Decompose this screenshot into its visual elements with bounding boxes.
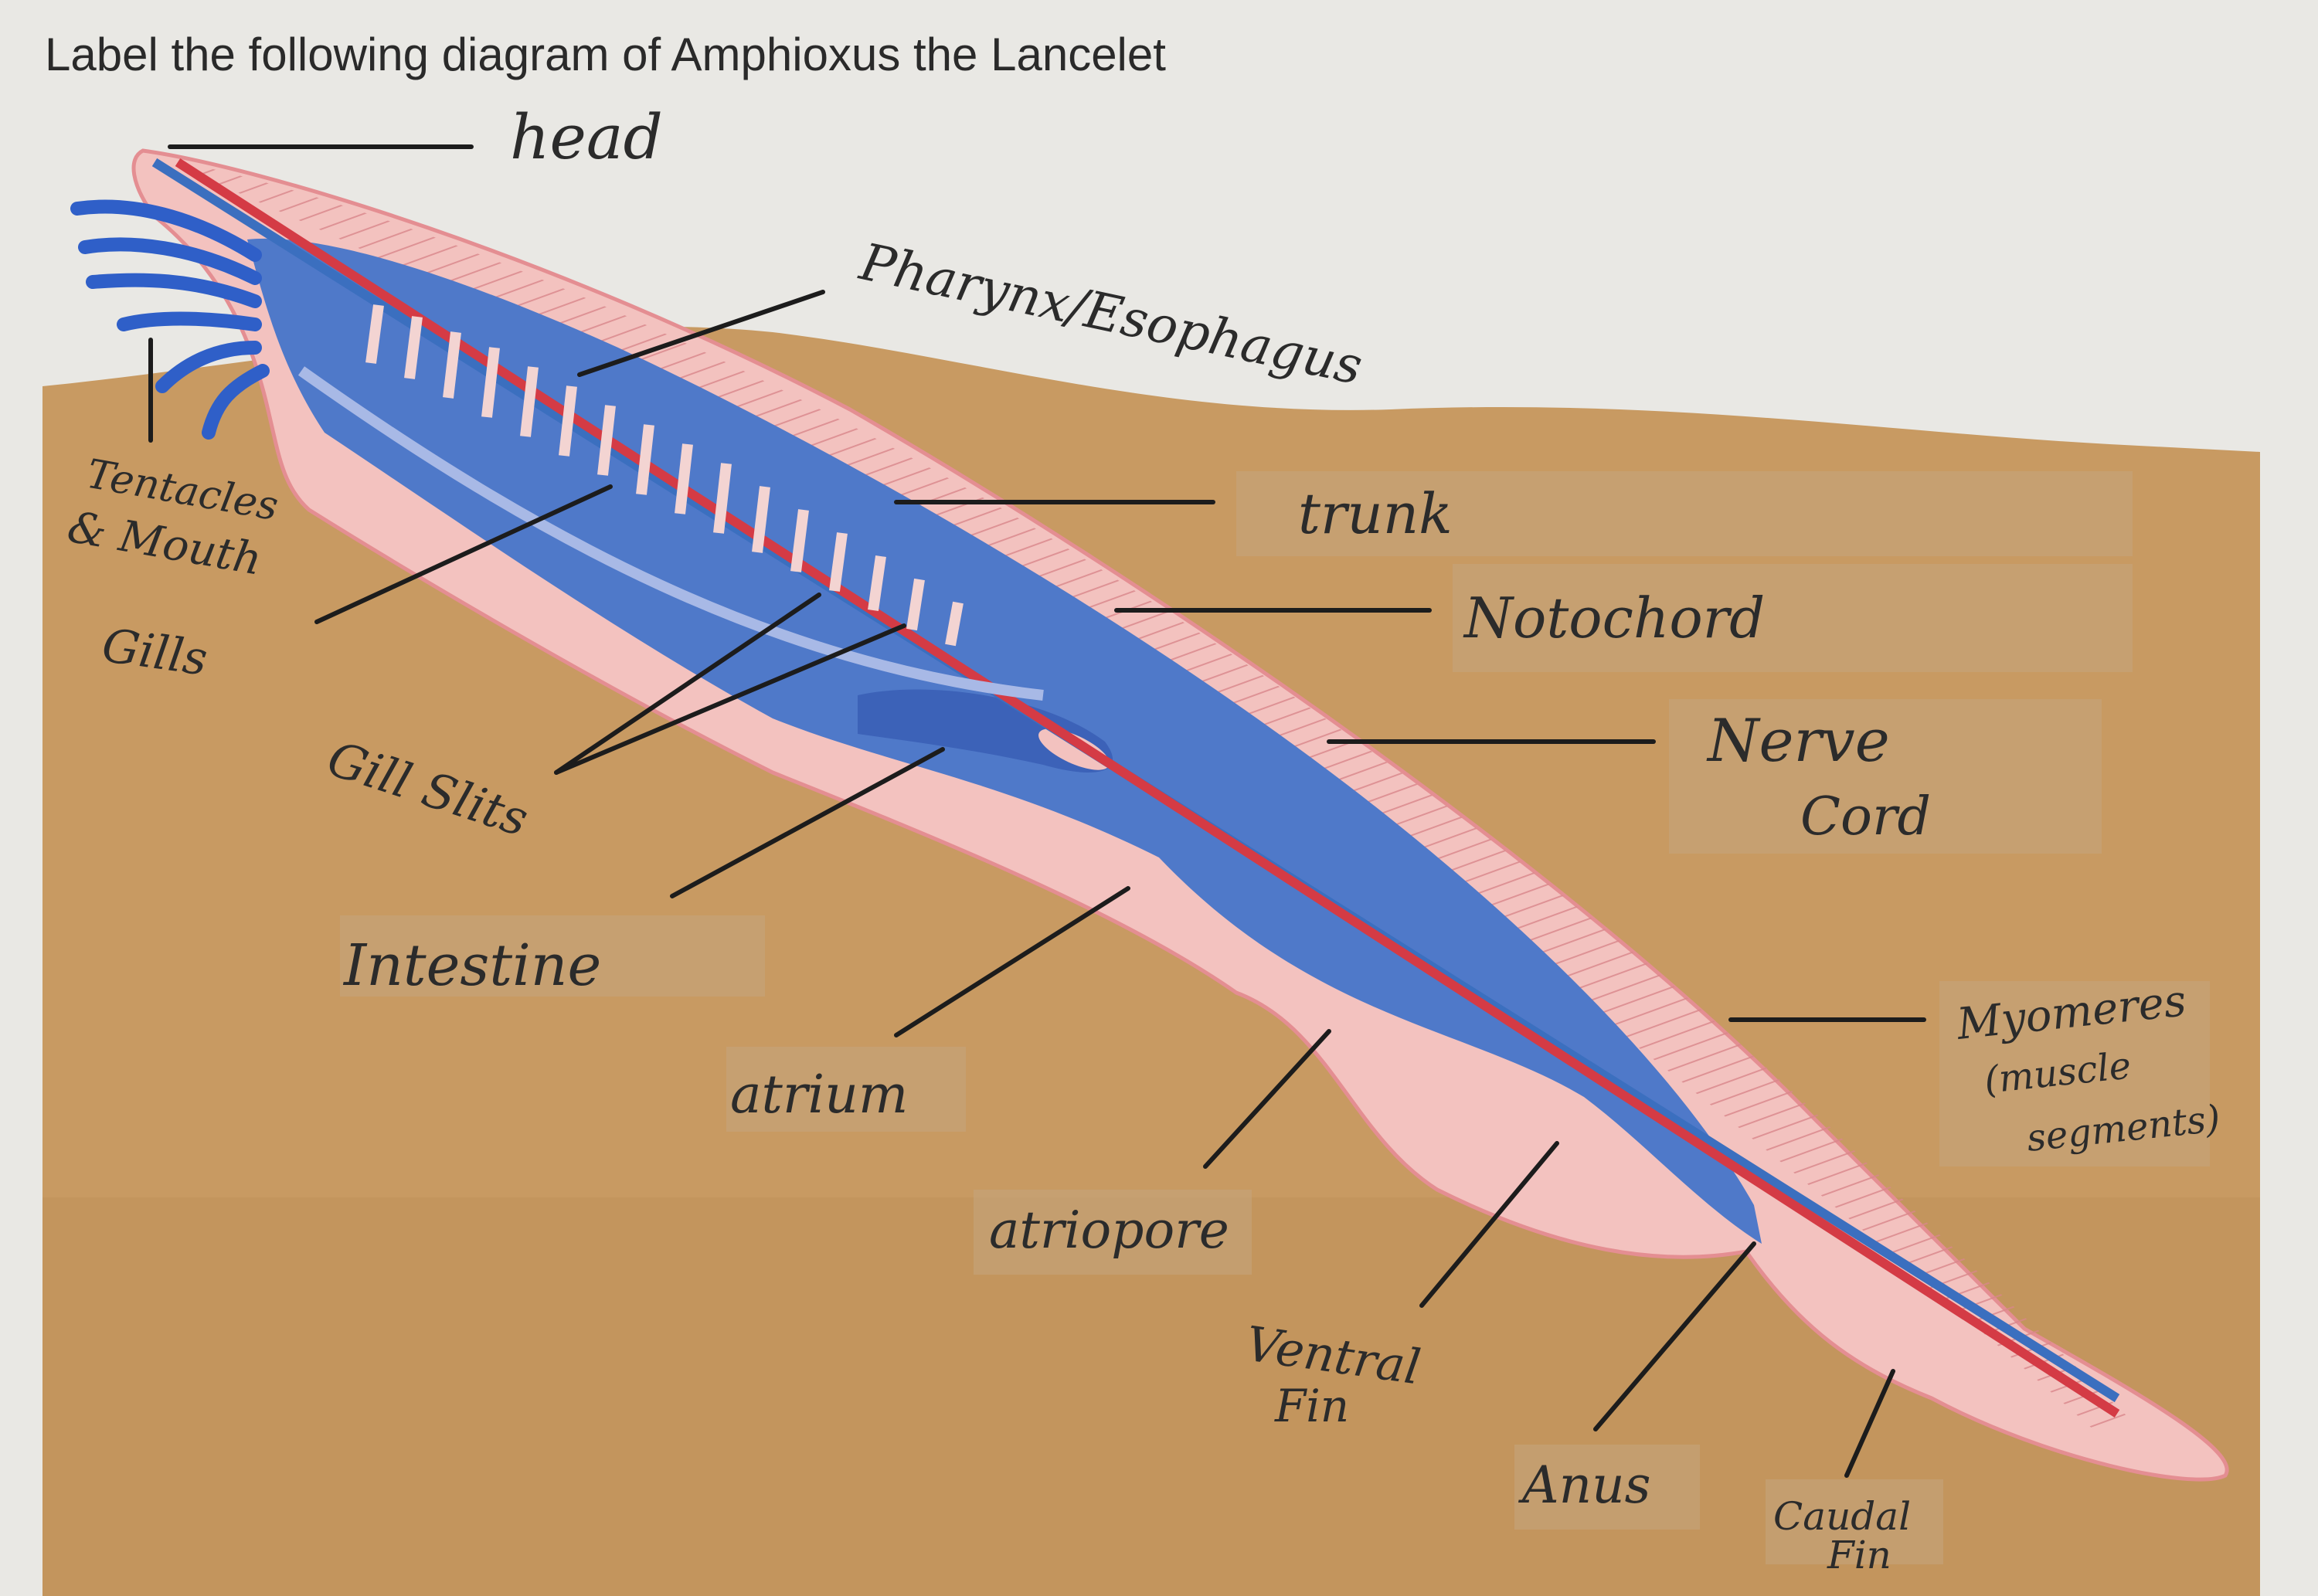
intestine-lumen [1038,728,1110,770]
label-trunk: trunk [1298,481,1453,546]
worksheet-title: Label the following diagram of Amphioxus… [45,29,1166,80]
label-patches [340,471,2210,1564]
label-nerve-cord-line2: Cord [1800,786,1931,847]
lancelet-body [70,148,2229,1482]
label-anus: Anus [1518,1455,1651,1515]
label-nerve-cord-line1: Nerve [1706,706,1890,775]
intestine-loop [858,689,1113,773]
label-notochord: Notochord [1463,586,1765,650]
oral-tentacles [70,199,270,440]
label-atrium: atrium [730,1065,908,1126]
label-caudal-fin-line2: Fin [1827,1533,1891,1577]
gill-arch [297,366,1044,701]
gill-slits [365,304,964,647]
label-intestine: Intestine [342,932,601,999]
label-ventral-fin-line2: Fin [1274,1380,1349,1432]
label-atriopore: atriopore [989,1200,1229,1260]
label-head: head [510,101,663,173]
nerve-cord-line [175,158,2120,1418]
leader-lines [148,144,1926,1478]
label-caudal-fin-line1: Caudal [1773,1494,1911,1539]
